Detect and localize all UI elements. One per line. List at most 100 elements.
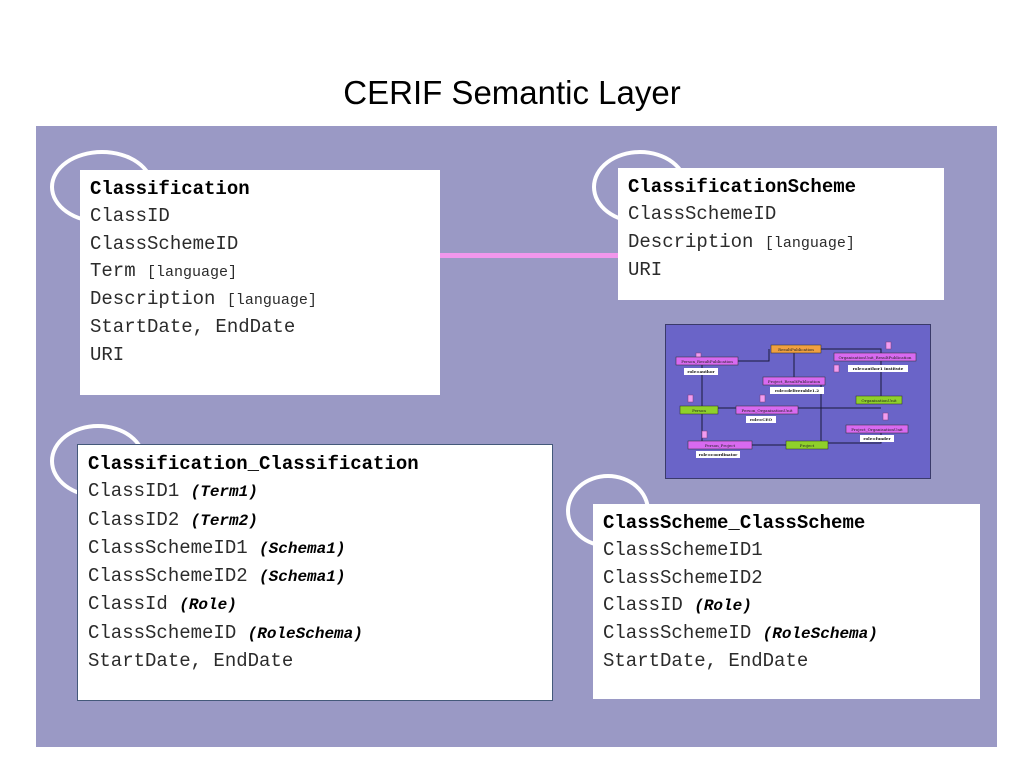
entity-name: ClassificationScheme [628, 176, 857, 198]
relationship-connector [439, 253, 618, 258]
field-row: Description [language] [90, 286, 430, 314]
field-row: URI [90, 342, 430, 369]
field-note: (Role) [694, 596, 752, 615]
field-text: StartDate, EndDate [88, 650, 294, 673]
field-text: ClassID [90, 205, 170, 228]
field-text: ClassSchemeID2 [88, 565, 260, 588]
thumbnail-role-box [860, 435, 894, 442]
field-text: StartDate, EndDate [603, 650, 809, 673]
cerif-diagram-thumbnail: ResultPublication Person_ResultPublicati… [665, 324, 931, 479]
field-text: Term [90, 259, 148, 282]
entity-classification-classification: Classification_Classification ClassID1 (… [77, 444, 553, 701]
page-title: CERIF Semantic Layer [343, 74, 681, 111]
field-row: ClassID (Role) [603, 592, 970, 620]
field-row: ClassID [90, 203, 430, 230]
field-row: ClassSchemeID1 [603, 537, 970, 564]
thumbnail-role-box [684, 368, 718, 375]
field-text: ClassID2 [88, 508, 191, 531]
field-text: ClassSchemeID [88, 621, 248, 644]
thumbnail-role-box [770, 387, 824, 394]
field-text: ClassSchemeID [90, 232, 239, 255]
thumbnail-marker [759, 394, 766, 403]
thumbnail-role-label: role=author1 institute [853, 366, 904, 371]
field-row: ClassSchemeID (RoleSchema) [88, 620, 542, 648]
thumbnail-marker [882, 412, 889, 421]
thumbnail-node-label: OrganisationUnit_ResultPublication [839, 355, 912, 360]
field-text: ClassSchemeID2 [603, 566, 763, 589]
entity-classscheme-classscheme: ClassScheme_ClassScheme ClassSchemeID1 C… [593, 504, 980, 699]
field-text: ClassId [88, 593, 180, 616]
entity-classification: Classification ClassID ClassSchemeID Ter… [80, 170, 440, 395]
thumbnail-node [770, 344, 822, 354]
field-suffix: [language] [764, 234, 855, 252]
field-text: Description [90, 288, 227, 311]
thumbnail-node-label: Project_ResultPublication [768, 379, 821, 384]
thumbnail-nodes [675, 344, 917, 450]
thumbnail-role-box [746, 416, 776, 423]
entity-classification-scheme: ClassificationScheme ClassSchemeID Descr… [618, 168, 944, 300]
field-row: ClassSchemeID [628, 201, 934, 228]
thumbnail-role-label: role=author [687, 369, 715, 374]
thumbnail-role-label: role=funder [863, 436, 891, 441]
field-suffix: [language] [226, 292, 317, 310]
field-text: StartDate, EndDate [90, 316, 296, 339]
field-text: ClassSchemeID [603, 622, 763, 645]
field-row: StartDate, EndDate [603, 648, 970, 675]
field-text: URI [628, 258, 663, 281]
field-note: (Schema1) [259, 568, 346, 587]
field-row: Term [language] [90, 258, 430, 286]
thumbnail-svg: ResultPublication Person_ResultPublicati… [675, 341, 917, 458]
thumbnail-node [687, 440, 753, 450]
thumbnail-node [833, 352, 917, 362]
thumbnail-marker [885, 341, 892, 350]
thumbnail-role-label: role=deliverable1.2 [775, 388, 819, 393]
field-note: (RoleSchema) [762, 625, 878, 644]
entity-name: Classification_Classification [88, 453, 419, 475]
field-row: ClassID1 (Term1) [88, 478, 542, 506]
thumbnail-marker [687, 394, 694, 403]
thumbnail-role-box [848, 365, 908, 372]
field-text: ClassSchemeID [628, 203, 777, 226]
field-text: ClassSchemeID1 [603, 539, 763, 562]
field-note: (Term2) [190, 511, 258, 530]
entity-name: Classification [90, 178, 250, 200]
field-row: ClassID2 (Term2) [88, 507, 542, 535]
thumbnail-node [785, 440, 829, 450]
thumbnail-node [675, 356, 739, 366]
field-row: ClassSchemeID1 (Schema1) [88, 535, 542, 563]
field-note: (RoleSchema) [247, 624, 363, 643]
thumbnail-node-label: Person [692, 408, 706, 413]
thumbnail-marker [701, 430, 708, 439]
field-row: ClassSchemeID2 [603, 565, 970, 592]
thumbnail-node [845, 424, 909, 434]
thumbnail-role-labels: role=author role=author1 institute role=… [687, 366, 903, 457]
thumbnail-node [679, 405, 719, 415]
thumbnail-markers [687, 341, 892, 439]
field-note: (Term1) [190, 483, 258, 502]
thumbnail-role-label: role=CEO [750, 417, 772, 422]
thumbnail-role-box [696, 451, 740, 458]
entity-name: ClassScheme_ClassScheme [603, 512, 866, 534]
thumbnail-node-label: ResultPublication [778, 347, 814, 352]
field-row: StartDate, EndDate [88, 648, 542, 675]
field-text: URI [90, 343, 125, 366]
field-text: ClassSchemeID1 [88, 536, 260, 559]
thumbnail-node [735, 405, 799, 415]
field-note: (Role) [179, 596, 237, 615]
field-suffix: [language] [147, 263, 238, 281]
thumbnail-node [855, 395, 903, 405]
thumbnail-node-label: Project [800, 443, 815, 448]
thumbnail-node-label: Project_OrganisationUnit [851, 427, 903, 432]
thumbnail-role-label: role=coordinator [699, 452, 738, 457]
thumbnail-node-label: Person_ResultPublication [681, 359, 733, 364]
field-row: URI [628, 257, 934, 284]
field-text: Description [628, 230, 765, 253]
field-text: ClassID1 [88, 480, 191, 503]
field-row: StartDate, EndDate [90, 314, 430, 341]
field-row: ClassSchemeID [90, 231, 430, 258]
thumbnail-roles [684, 365, 908, 458]
thumbnail-marker [833, 364, 840, 373]
thumbnail-node-label: Person_OrganisationUnit [742, 408, 793, 413]
thumbnail-node-label: OrganisationUnit [861, 398, 897, 403]
thumbnail-node-label: Person_Project [705, 443, 736, 448]
